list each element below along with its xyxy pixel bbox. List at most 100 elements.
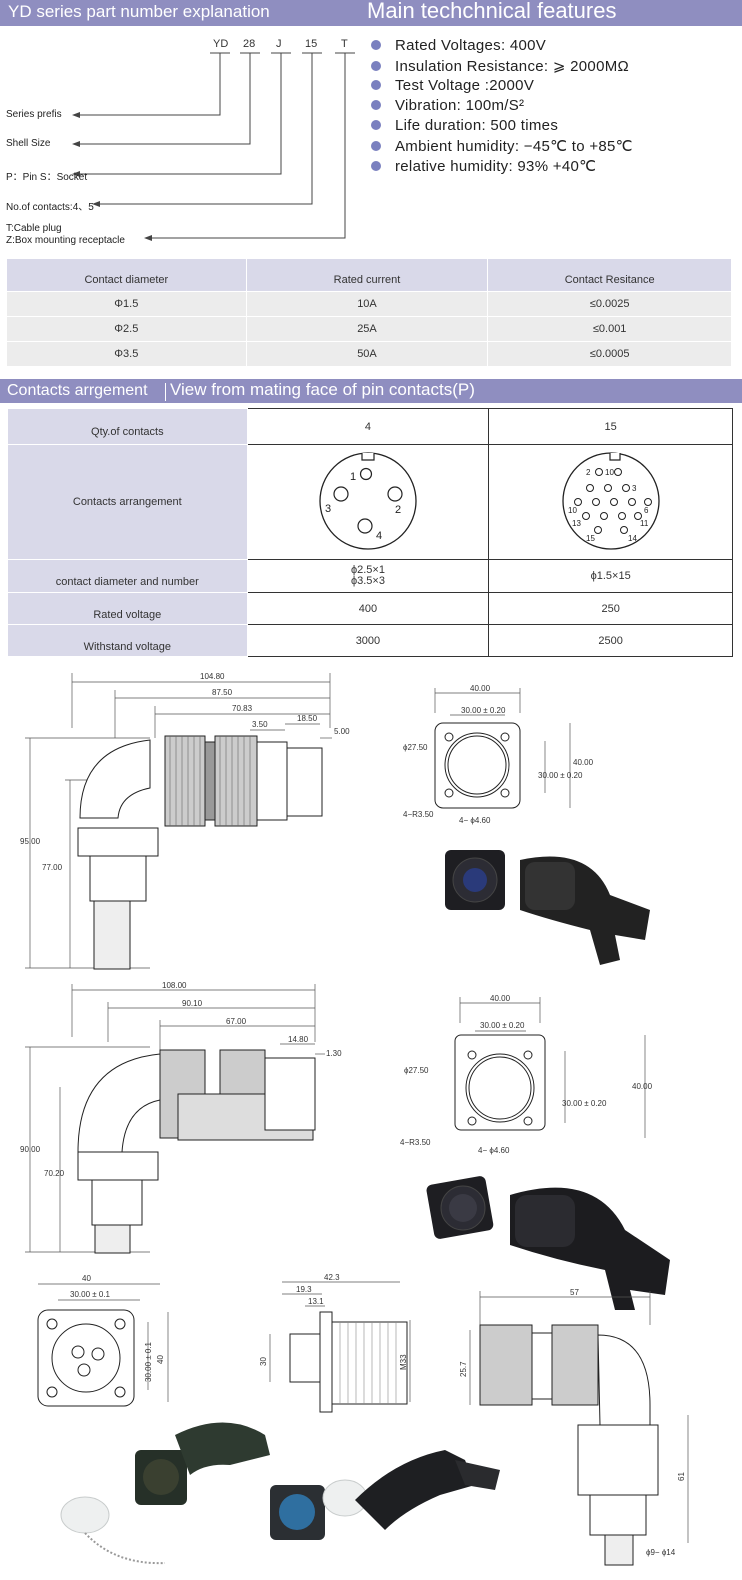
svg-text:6: 6 [644, 506, 649, 515]
svg-text:30.00 ± 0.20: 30.00 ± 0.20 [480, 1021, 525, 1030]
qty-15: 15 [488, 408, 733, 445]
svg-text:3: 3 [632, 484, 637, 493]
header-contact-resistance: Contact Resitance [487, 258, 732, 292]
code-shell: 28 [243, 38, 256, 50]
arrangement-table: Qty.of contacts 4 15 Contacts arrangemen… [7, 408, 733, 657]
label-arrangement: Contacts arrangement [7, 444, 248, 560]
svg-text:3.50: 3.50 [252, 720, 268, 729]
plug-drawing-1: 104.80 87.50 70.83 3.50 18.50 5.00 95.00… [20, 672, 350, 970]
svg-text:ϕ27.50: ϕ27.50 [403, 743, 428, 752]
svg-text:30.00 ± 0.1: 30.00 ± 0.1 [144, 1341, 153, 1382]
svg-text:40: 40 [82, 1274, 91, 1283]
flange-drawing-2: 40.00 30.00 ± 0.20 ϕ27.50 40.00 30.00 ± … [400, 994, 653, 1155]
svg-text:1.30: 1.30 [326, 1049, 342, 1058]
svg-text:19.3: 19.3 [296, 1285, 312, 1294]
svg-text:ϕ27.50: ϕ27.50 [404, 1066, 429, 1075]
bullet-icon [371, 40, 381, 50]
plug-drawing-2: 108.00 90.10 67.00 14.80 1.30 90.00 70.2… [20, 982, 342, 1254]
svg-text:M33: M33 [399, 1354, 408, 1370]
svg-text:3: 3 [325, 503, 331, 515]
withstand-15: 2500 [488, 624, 733, 657]
feature-item: Ambient humidity: −45℃ to +85℃ [371, 137, 633, 155]
svg-text:40.00: 40.00 [490, 994, 511, 1003]
svg-text:108.00: 108.00 [162, 982, 187, 990]
part-number-leader-lines [72, 52, 355, 241]
contact-spec-table: Contact diameter Rated current Contact R… [6, 258, 732, 367]
svg-text:70.83: 70.83 [232, 704, 253, 713]
feature-item: Vibration: 100m/S² [371, 97, 524, 114]
feature-item: relative humidity: 93% +40℃ [371, 157, 596, 175]
label-cable-plug: T:Cable plug [6, 223, 62, 234]
svg-text:30.00 ± 0.1: 30.00 ± 0.1 [70, 1290, 111, 1299]
svg-text:4− ϕ4.60: 4− ϕ4.60 [478, 1146, 510, 1155]
connector-photo-2 [426, 1176, 670, 1310]
svg-text:30.00 ± 0.20: 30.00 ± 0.20 [461, 706, 506, 715]
svg-text:2: 2 [395, 504, 401, 516]
feature-item: Life duration: 500 times [371, 117, 558, 134]
svg-text:ϕ9− ϕ14: ϕ9− ϕ14 [646, 1548, 676, 1557]
arrangement-15-cell: 2 10 3 10 6 13 11 15 14 [488, 444, 733, 560]
connector-photo-1 [445, 850, 650, 965]
svg-text:95.00: 95.00 [20, 837, 41, 846]
connector-photo-3 [60, 1422, 270, 1565]
svg-text:42.3: 42.3 [324, 1273, 340, 1282]
svg-text:30.00 ± 0.20: 30.00 ± 0.20 [538, 771, 583, 780]
svg-text:30: 30 [260, 1357, 268, 1366]
svg-text:87.50: 87.50 [212, 688, 233, 697]
svg-text:104.80: 104.80 [200, 672, 225, 681]
svg-text:40.00: 40.00 [470, 684, 491, 693]
pin-layout-4-icon: 1 2 3 4 [319, 451, 417, 550]
svg-text:10: 10 [605, 468, 614, 477]
part-number-title: YD series part number explanation [8, 2, 270, 21]
table-row: Φ1.5 10A ≤0.0025 [6, 291, 732, 317]
section-bar: Contacts arrgement View from mating face… [0, 379, 742, 403]
diameter-15: ϕ1.5×15 [488, 559, 733, 593]
rated-15: 250 [488, 592, 733, 625]
svg-text:4− ϕ4.60: 4− ϕ4.60 [459, 816, 491, 825]
code-contact-type: J [276, 38, 282, 50]
bullet-icon [371, 120, 381, 130]
label-rated-voltage: Rated voltage [7, 592, 248, 625]
code-series: YD [213, 38, 229, 50]
table-row: Φ2.5 25A ≤0.001 [6, 316, 732, 342]
section-title: Contacts arrgement [7, 382, 148, 399]
receptacle-side-drawing-3: 42.3 19.3 13.1 30 M33 [260, 1273, 411, 1413]
svg-text:14.80: 14.80 [288, 1035, 309, 1044]
code-type: T [341, 38, 348, 50]
bullet-icon [371, 141, 381, 151]
bullet-icon [371, 80, 381, 90]
svg-text:5.00: 5.00 [334, 727, 350, 736]
svg-text:40: 40 [156, 1355, 165, 1364]
code-contacts: 15 [305, 38, 318, 50]
feature-item: Test Voltage :2000V [371, 77, 534, 94]
label-contacts: No.of contacts:4、5 [6, 202, 94, 213]
label-shell: Shell Size [6, 138, 51, 149]
svg-text:40.00: 40.00 [573, 758, 594, 767]
svg-text:2: 2 [586, 468, 591, 477]
bullet-icon [371, 100, 381, 110]
svg-text:14: 14 [628, 534, 637, 543]
diameter-4: ϕ2.5×1 ϕ3.5×3 [246, 559, 490, 593]
withstand-4: 3000 [246, 624, 490, 657]
svg-text:4−R3.50: 4−R3.50 [403, 810, 434, 819]
svg-text:30.00 ± 0.20: 30.00 ± 0.20 [562, 1099, 607, 1108]
section-divider [165, 383, 166, 401]
feature-item: Rated Voltages: 400V [371, 37, 546, 54]
svg-text:67.00: 67.00 [226, 1017, 247, 1026]
svg-text:61: 61 [677, 1472, 686, 1481]
svg-text:57: 57 [570, 1288, 579, 1297]
svg-text:25.7: 25.7 [459, 1361, 468, 1377]
plug-drawing-3: 57 25.7 61 ϕ9− ϕ14 [459, 1288, 689, 1566]
rated-4: 400 [246, 592, 490, 625]
header-rated-current: Rated current [245, 258, 489, 292]
svg-text:15: 15 [586, 534, 595, 543]
section-subtitle: View from mating face of pin contacts(P) [170, 380, 475, 399]
pin-layout-15-icon: 2 10 3 10 6 13 11 15 14 [561, 451, 660, 550]
bullet-icon [371, 61, 381, 71]
svg-text:13.1: 13.1 [308, 1297, 324, 1306]
label-withstand-voltage: Withstand voltage [7, 624, 248, 657]
label-diameter-number: contact diameter and number [7, 559, 248, 593]
label-box-receptacle: Z:Box mounting receptacle [6, 235, 125, 246]
flange-drawing-1: 40.00 30.00 ± 0.20 ϕ27.50 40.00 30.00 ± … [403, 684, 594, 825]
label-qty: Qty.of contacts [7, 408, 248, 445]
